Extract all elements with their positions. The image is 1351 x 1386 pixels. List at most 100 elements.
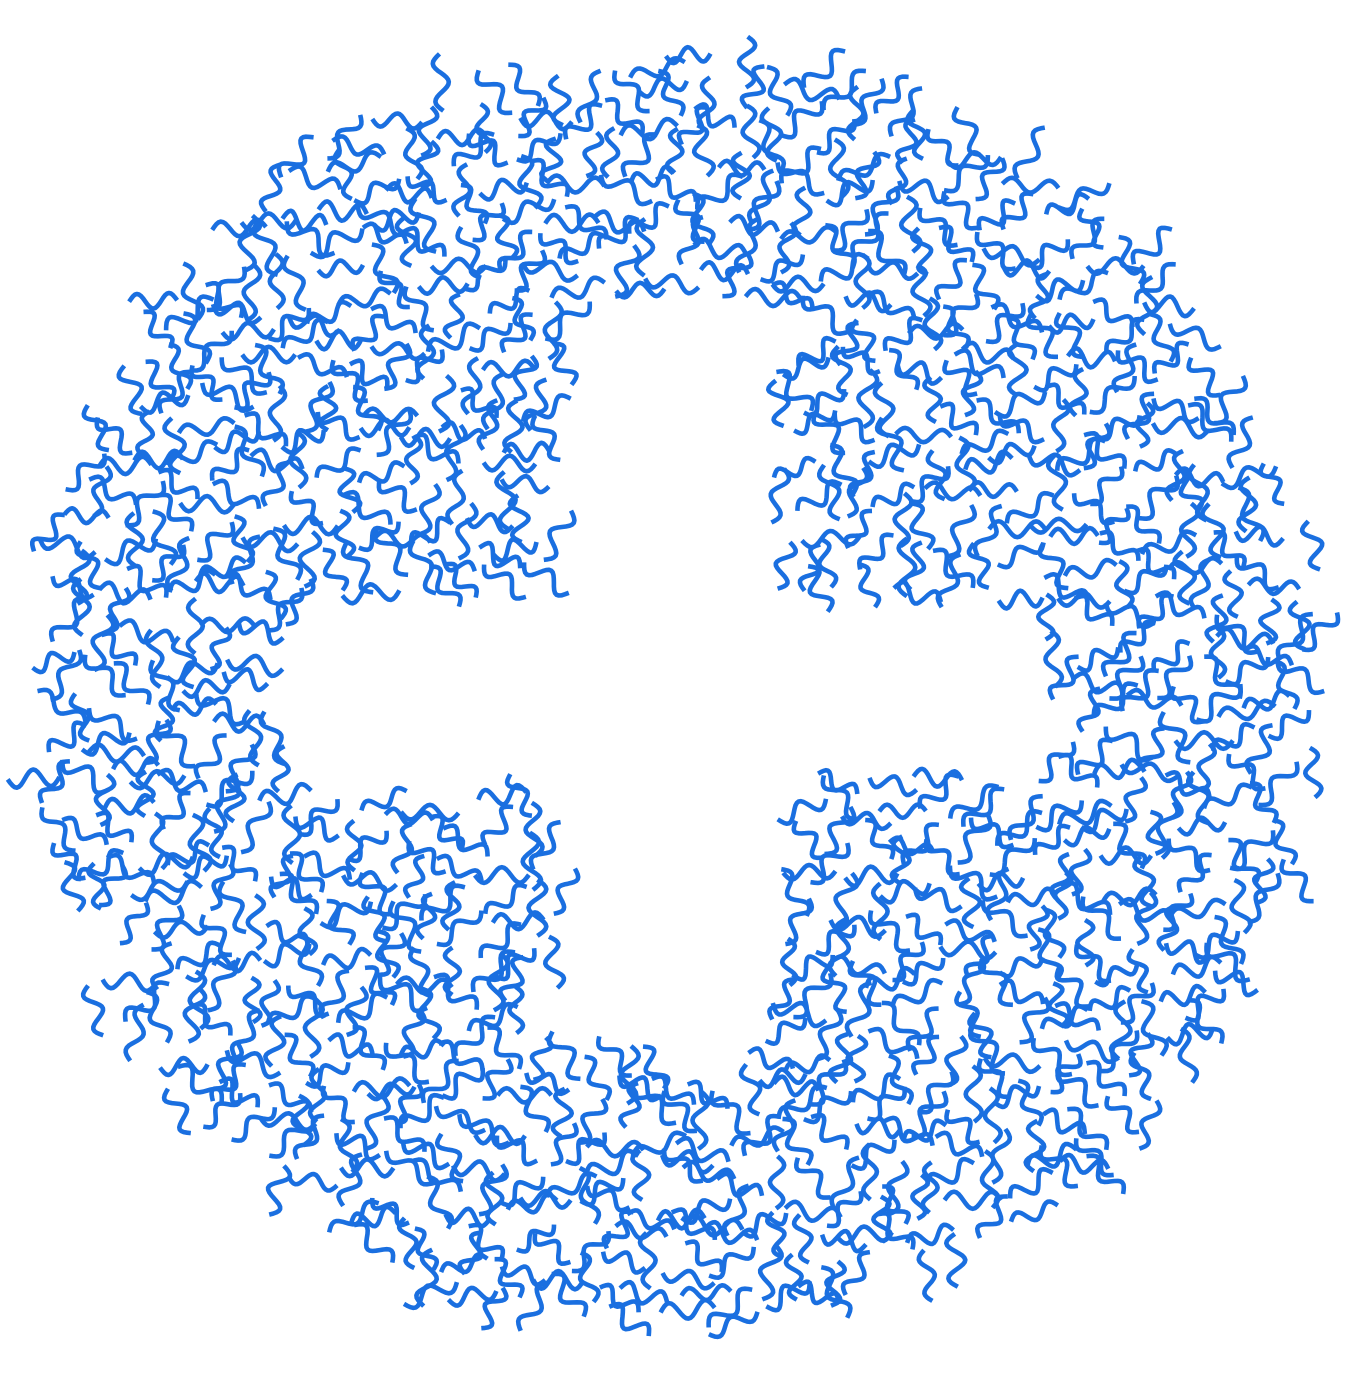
squiggle-stroke [353,178,402,206]
squiggle-stroke [998,956,1045,979]
squiggle-stroke [49,649,84,703]
squiggle-stroke [1038,741,1077,784]
squiggle-stroke [315,411,361,442]
squiggle-stroke [372,207,422,233]
squiggle-stroke [76,848,125,882]
squiggle-stroke [651,1074,697,1105]
squiggle-stroke [399,802,461,823]
squiggle-stroke [740,1211,789,1239]
squiggle-stroke [1167,897,1227,920]
squiggle-stroke [444,561,479,599]
squiggle-stroke [281,514,340,537]
squiggle-stroke [824,805,857,857]
squiggle-stroke [480,804,514,846]
squiggle-stroke [158,492,195,532]
squiggle-stroke [263,569,289,621]
squiggle-stroke [95,810,135,843]
squiggle-stroke [494,1135,539,1167]
squiggle-stroke [543,212,601,235]
squiggle-stroke [135,409,156,458]
squiggle-stroke [584,1185,631,1213]
squiggle-stroke [240,344,298,365]
squiggle-stroke [60,859,87,913]
squiggle-stroke [165,439,219,466]
squiggle-stroke [1032,823,1071,856]
squiggle-stroke [81,404,110,453]
squiggle-stroke [1004,490,1055,524]
squiggle-stroke [251,220,279,278]
squiggle-stroke [1267,710,1312,742]
squiggle-stroke [1101,886,1158,908]
squiggle-stroke [1157,655,1194,701]
squiggle-stroke [866,1086,907,1122]
squiggle-stroke [5,767,62,790]
squiggle-stroke [329,359,368,404]
squiggle-stroke [801,47,846,89]
squiggle-stroke [1204,593,1229,644]
squiggle-stroke [394,975,454,996]
squiggle-stroke [350,313,385,352]
squiggle-stroke [183,311,213,365]
squiggle-stroke [910,263,933,318]
squiggle-stroke [157,467,200,500]
squiggle-stroke [178,493,236,515]
squiggle-stroke [1065,346,1118,370]
squiggle-stroke [946,150,1003,171]
squiggle-stroke [1167,323,1222,352]
squiggle-stroke [473,1124,527,1147]
squiggle-stroke [901,1118,948,1143]
squiggle-stroke [414,1247,439,1308]
squiggle-stroke [376,932,408,978]
squiggle-stroke [161,1087,192,1136]
squiggle-stroke [1228,837,1262,885]
squiggle-stroke [1053,311,1085,360]
squiggle-stroke [361,221,409,245]
squiggle-stroke [1156,904,1180,952]
squiggle-stroke [833,871,860,930]
squiggle-stroke [599,126,621,179]
squiggle-stroke [1083,431,1127,469]
squiggle-stroke [245,893,268,951]
squiggle-stroke [906,321,965,341]
squiggle-stroke [240,800,274,855]
squiggle-stroke [1019,996,1051,1045]
squiggle-stroke [856,368,880,430]
squiggle-stroke [1023,1118,1047,1174]
squiggle-stroke [377,976,428,1014]
squiggle-stroke [740,103,762,160]
squiggle-stroke [1173,729,1235,752]
squiggle-stroke [100,631,139,666]
squiggle-stroke [482,1058,514,1101]
squiggle-stroke [466,133,509,168]
squiggle-stroke [530,414,561,463]
squiggle-stroke [954,435,978,493]
squiggle-stroke [359,785,408,812]
squiggle-stroke [455,501,479,561]
squiggle-stroke [193,733,227,780]
squiggle-stroke [827,137,851,199]
squiggle-stroke [80,730,132,757]
squiggle-stroke [1249,780,1279,824]
squiggle-stroke [1048,525,1100,547]
squiggle-stroke [901,957,946,987]
squiggle-stroke [143,309,175,350]
squiggle-stroke [1038,1145,1079,1189]
squiggle-stroke [794,1157,831,1200]
squiggle-stroke [1138,1099,1163,1151]
squiggle-stroke [502,398,525,455]
squiggle-stroke [281,803,303,865]
squiggle-stroke [209,446,250,481]
squiggle-stroke [768,467,792,525]
squiggle-stroke [904,1222,955,1247]
squiggle-stroke [182,985,208,1044]
squiggle-stroke [483,1170,505,1227]
squiggle-stroke [932,547,976,589]
squiggle-stroke [947,783,1000,819]
squiggle-stroke [782,76,842,103]
squiggle-stroke [977,956,1014,1008]
squiggle-stroke [478,540,523,569]
squiggle-stroke [858,562,882,609]
squiggle-stroke [849,318,877,364]
squiggle-stroke [1045,454,1069,512]
squiggle-stroke [1087,984,1132,1012]
